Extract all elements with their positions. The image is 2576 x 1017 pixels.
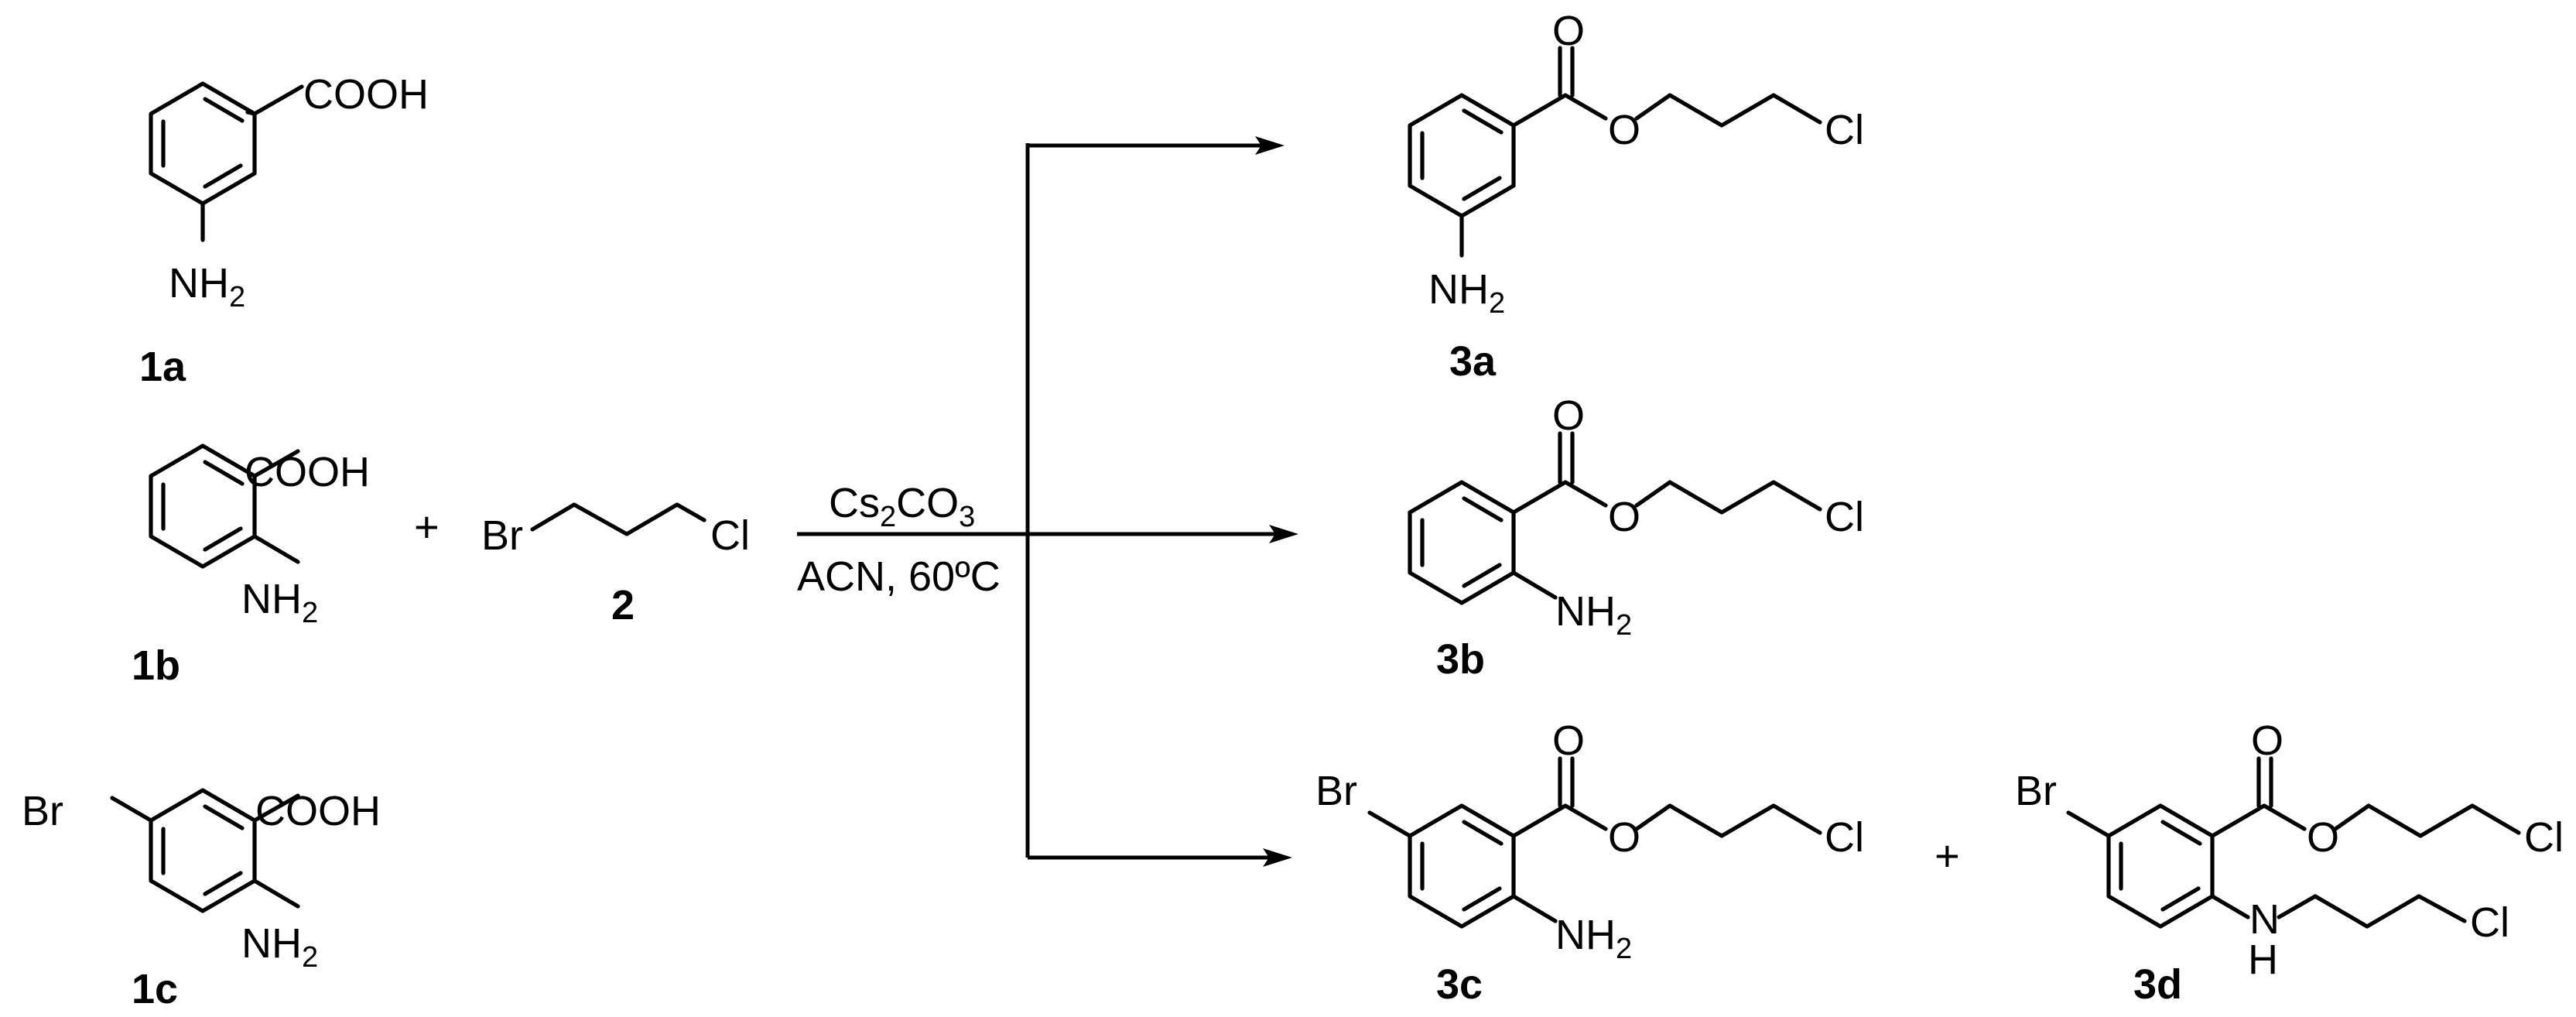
compound-label-2: 2 (611, 582, 635, 628)
compound-1c: Br COOH NH2 1c (22, 788, 381, 1012)
amine-bond (2210, 894, 2250, 919)
carboxyl-bond (252, 793, 300, 823)
compound-label-3d: 3d (2133, 961, 2182, 1008)
benzene-ring (149, 788, 257, 913)
bromo-label-3d: Br (2015, 768, 2057, 814)
ring-double-bond (1462, 563, 1502, 588)
compound-label-1b: 1b (132, 642, 180, 689)
plus-sign: + (1935, 831, 1960, 880)
oxo-label-3c: O (1552, 717, 1585, 764)
compound-3c: Br O O Cl NH2 3c (1315, 717, 1864, 1008)
ring-double-bond (2160, 886, 2201, 912)
compound-label-1c: 1c (132, 966, 178, 1012)
carboxyl-bond (252, 84, 304, 116)
carboxyl-bond (252, 449, 300, 478)
ester-bond (2210, 803, 2307, 838)
compound-3d: Br O O Cl N H Cl 3d (2015, 717, 2564, 1008)
ring-double-bond (203, 526, 243, 552)
oxo-label-3b: O (1552, 392, 1585, 439)
amine-label-1b: NH2 (241, 576, 318, 629)
benzene-ring (149, 81, 257, 206)
ester-o-label-3d: O (2307, 814, 2339, 861)
bromo-label-3c: Br (1315, 768, 1357, 814)
base-label: Cs2CO3 (829, 480, 975, 533)
compound-1a: COOH NH2 1a (139, 71, 429, 390)
arrowhead-3b (1269, 525, 1298, 543)
compound-label-3c: 3c (1436, 961, 1483, 1008)
amine-label-3c: NH2 (1555, 912, 1632, 965)
amine-bond (1511, 570, 1558, 600)
n-chloropropyl-chain (2277, 894, 2467, 929)
chloro2-label-3d: Cl (2470, 899, 2509, 946)
amine-h-label-3d: H (2248, 937, 2278, 983)
ring-double-bond (1462, 886, 1502, 912)
reaction-arrows (797, 136, 1298, 867)
benzene-ring (1408, 480, 1516, 605)
ring-double-bond (1462, 176, 1502, 201)
ring-double-bond (203, 460, 245, 486)
chloro-label-3a: Cl (1825, 107, 1864, 153)
solvent-temp-label: ACN, 60ºC (797, 553, 1001, 600)
cooh-label-1a: COOH (303, 71, 429, 118)
chloropropyl-chain (1634, 93, 1822, 128)
plus-sign: + (414, 502, 440, 551)
ring-double-bond (203, 97, 245, 123)
compound-label-3b: 3b (1436, 636, 1485, 683)
chloropropyl-chain (2333, 803, 2521, 838)
ester-bond (1511, 480, 1608, 515)
amine-n-label-3d: N (2249, 896, 2280, 943)
chloro-label-3d: Cl (2524, 814, 2564, 861)
chloro-label-3b: Cl (1825, 494, 1864, 540)
ring-double-bond (1462, 820, 1504, 846)
ring-double-bond (203, 871, 243, 896)
bromo-label-2: Br (481, 512, 523, 559)
propyl-chain (530, 502, 706, 536)
chloropropyl-chain (1634, 480, 1822, 515)
compound-label-1a: 1a (139, 344, 186, 390)
compound-3b: O O Cl NH2 3b (1408, 392, 1864, 683)
benzene-ring (1408, 93, 1516, 218)
cooh-label-1c: COOH (255, 788, 381, 834)
amine-bond (1511, 894, 1558, 923)
compound-2: Br Cl 2 (481, 502, 750, 628)
compound-3a: O O Cl NH2 3a (1408, 8, 1864, 385)
ester-o-label-3c: O (1608, 814, 1640, 861)
ester-bond (1511, 93, 1608, 128)
bromo-bond (2066, 810, 2111, 838)
oxo-label-3d: O (2251, 717, 2284, 764)
ester-bond (1511, 803, 1608, 838)
benzene-ring (149, 443, 257, 569)
ester-o-label-3b: O (1608, 494, 1640, 540)
chloro-label-2: Cl (710, 512, 750, 559)
ring-double-bond (203, 804, 245, 830)
oxo-label-3a: O (1552, 8, 1585, 54)
ester-o-label-3a: O (1608, 107, 1640, 153)
amine-label-3a: NH2 (1428, 266, 1505, 320)
chloro-label-3c: Cl (1825, 814, 1864, 861)
bromo-label-1c: Br (22, 788, 63, 834)
arrowhead-3a (1255, 136, 1285, 155)
amine-bond (252, 878, 300, 909)
cooh-label-1b: COOH (245, 449, 370, 495)
ring-double-bond (2160, 820, 2202, 846)
arrowhead-3c (1263, 848, 1292, 867)
reaction-conditions: Cs2CO3 ACN, 60ºC (797, 480, 1001, 600)
benzene-ring (1408, 803, 1516, 929)
amine-label-3b: NH2 (1555, 588, 1632, 642)
amine-label-1c: NH2 (241, 920, 318, 974)
compound-label-3a: 3a (1449, 338, 1497, 385)
compound-1b: COOH NH2 1b (132, 443, 370, 689)
amine-label-1a: NH2 (169, 260, 245, 313)
benzene-ring (2106, 803, 2215, 929)
chloropropyl-chain (1634, 803, 1822, 838)
bromo-bond (1367, 810, 1412, 838)
ring-double-bond (203, 163, 243, 189)
ring-double-bond (1462, 108, 1504, 135)
bromo-bond (110, 796, 153, 823)
amine-bond (252, 534, 300, 564)
ring-double-bond (1462, 496, 1504, 522)
